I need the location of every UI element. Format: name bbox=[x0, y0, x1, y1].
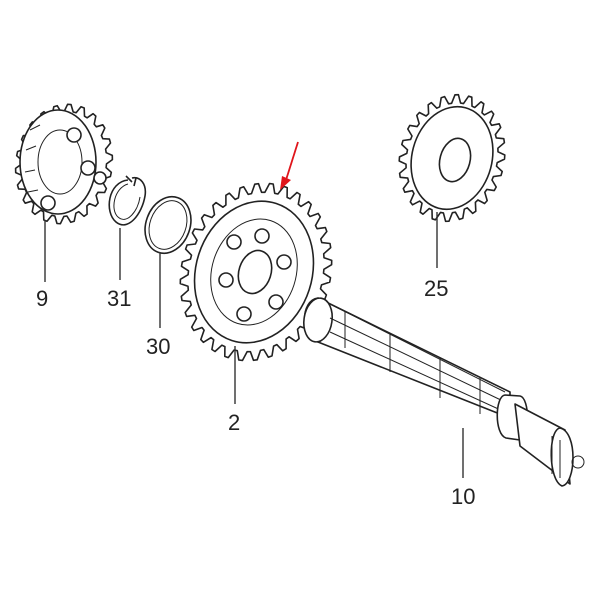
label-2: 2 bbox=[228, 410, 240, 435]
gear-2 bbox=[179, 182, 333, 362]
gear-9 bbox=[14, 103, 114, 225]
label-30: 30 bbox=[146, 334, 170, 359]
shaft-10 bbox=[303, 297, 585, 487]
label-9: 9 bbox=[36, 286, 48, 311]
circlip-31 bbox=[108, 175, 147, 226]
label-10: 10 bbox=[451, 484, 475, 509]
washer-30 bbox=[144, 195, 192, 255]
gear-25 bbox=[398, 93, 506, 223]
label-25: 25 bbox=[424, 276, 448, 301]
highlight-arrow bbox=[280, 141, 299, 190]
label-31: 31 bbox=[107, 286, 131, 311]
